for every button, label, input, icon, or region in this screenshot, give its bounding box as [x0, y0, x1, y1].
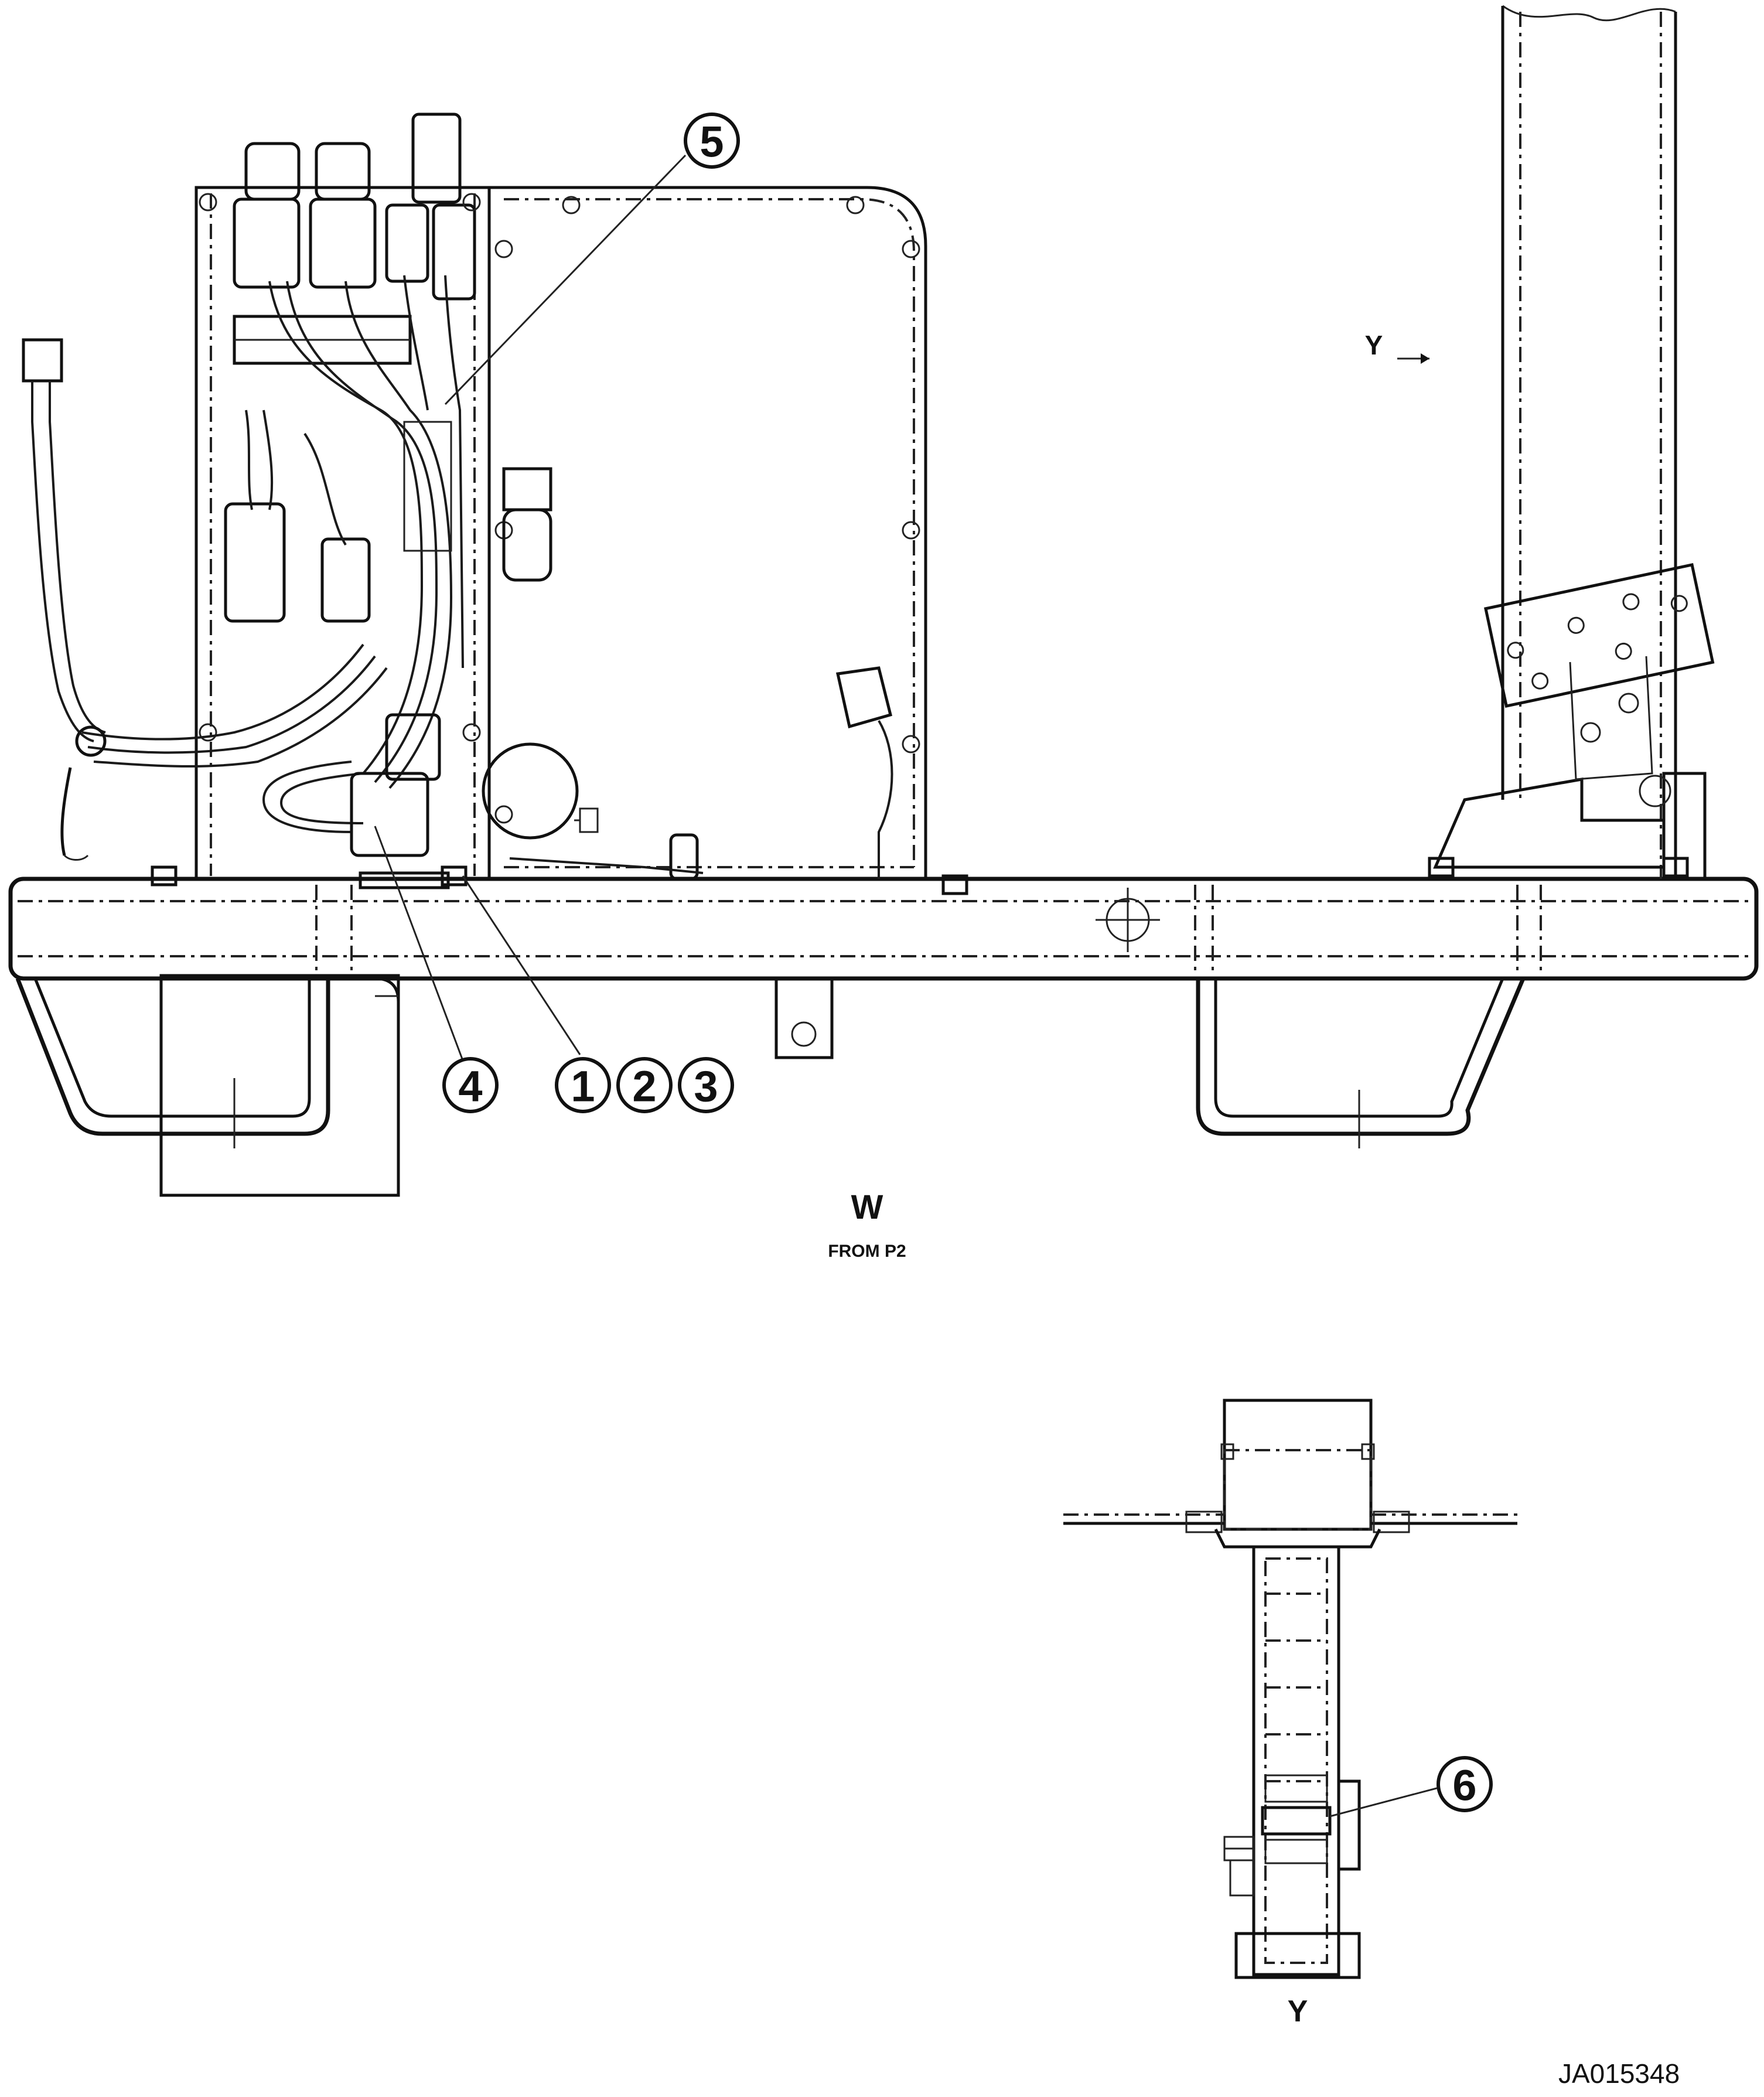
callout-4: 4: [442, 1057, 499, 1113]
section-view-y: 6 Y: [1063, 1399, 1517, 2028]
frame-beam: [8, 877, 1759, 981]
svg-text:3: 3: [694, 1062, 718, 1111]
view-arrow-label: Y: [1365, 330, 1383, 360]
callout-1: 1: [555, 1057, 611, 1113]
main-view-label: W: [851, 1188, 883, 1226]
svg-text:6: 6: [1452, 1761, 1476, 1810]
left-connector-cable: [22, 338, 107, 861]
vertical-post: [1433, 5, 1715, 881]
center-mark: [1096, 888, 1160, 952]
drawing-id: JA015348: [1558, 2058, 1680, 2089]
main-assembly-view: Y 5 4 1 2 3 W: [8, 5, 1759, 1261]
cover-panel: [482, 186, 927, 881]
svg-text:5: 5: [700, 118, 724, 166]
beam-bolts: [151, 857, 1689, 895]
callout-5: 5: [684, 112, 740, 169]
svg-text:4: 4: [458, 1062, 482, 1111]
svg-text:1: 1: [571, 1062, 595, 1111]
right-step-handle: [1196, 977, 1526, 1148]
wiring-harness: [81, 275, 464, 857]
callout-2: 2: [616, 1057, 673, 1113]
callout-6: 6: [1437, 1756, 1493, 1812]
left-step-handle: [15, 974, 400, 1197]
svg-text:2: 2: [632, 1062, 656, 1111]
bottom-view-label: Y: [1288, 1994, 1308, 2028]
callout-3: 3: [678, 1057, 734, 1113]
main-view-sublabel: FROM P2: [828, 1242, 906, 1261]
view-direction-arrow: Y: [1365, 330, 1429, 364]
lower-bracket: [774, 977, 834, 1059]
leader-lines: [374, 154, 687, 1061]
